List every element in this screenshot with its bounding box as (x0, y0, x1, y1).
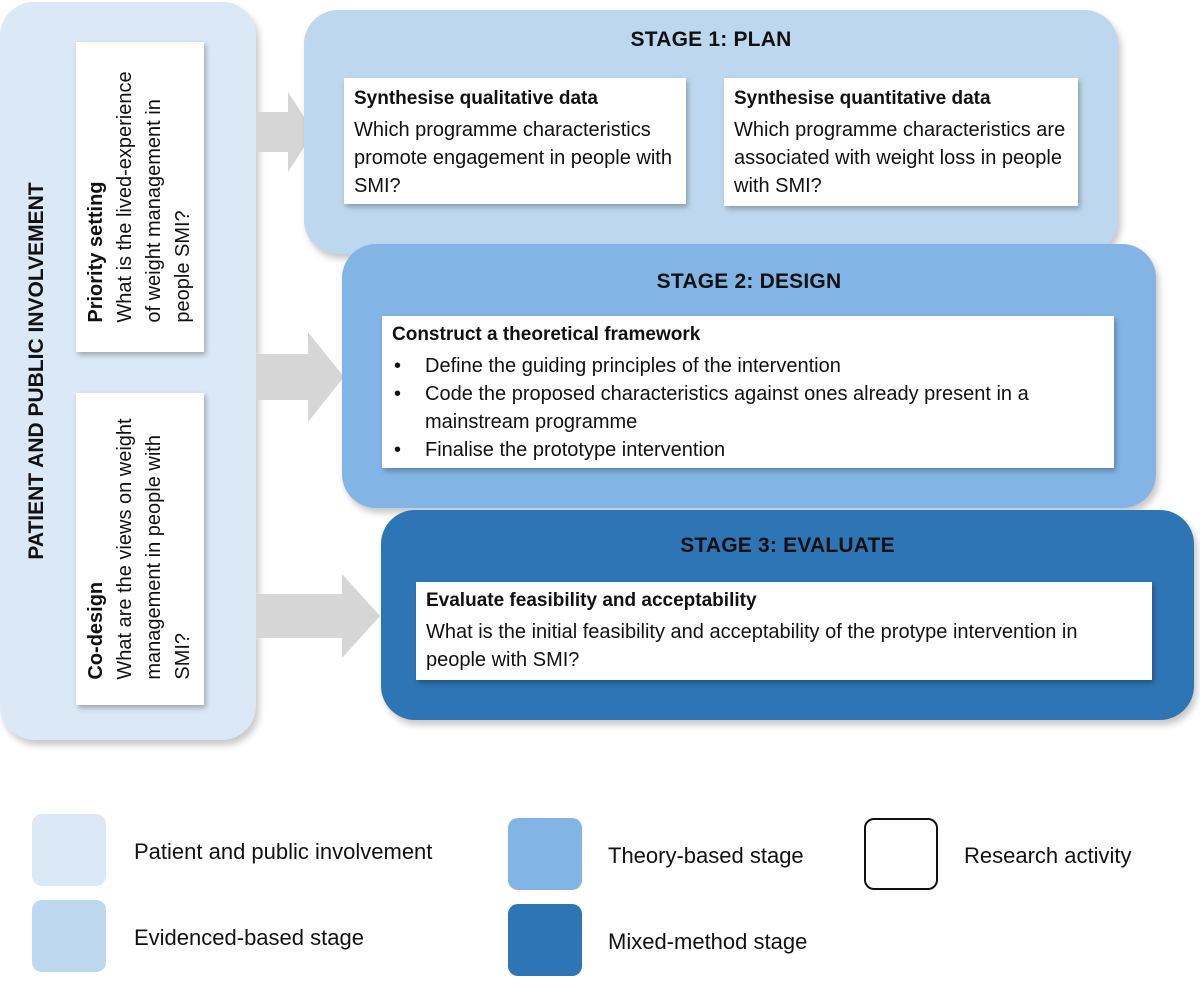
legend-swatch-theory (508, 818, 582, 890)
stage3-evaluate-body: What is the initial feasibility and acce… (426, 621, 1078, 671)
priority-setting-box: Priority setting What is the lived-exper… (76, 42, 204, 352)
stage2-bullet-2: Code the proposed characteristics agains… (392, 380, 1104, 436)
codesign-question-line-3: SMI? (172, 632, 194, 680)
stage3-evaluate-box: Evaluate feasibility and acceptability W… (416, 582, 1152, 680)
stage1-quantitative-title: Synthesise quantitative data (734, 88, 991, 109)
ppi-title-wrap: PATIENT AND PUBLIC INVOLVEMENT (12, 2, 62, 740)
stage2-bullet-list: Define the guiding principles of the int… (392, 352, 1104, 464)
legend-swatch-mixed (508, 904, 582, 976)
priority-setting-question-line-1: What is the lived-experience (114, 71, 136, 323)
codesign-question-line-1: What are the views on weight (114, 418, 136, 680)
stage1-qualitative-box: Synthesise qualitative data Which progra… (344, 78, 686, 204)
priority-setting-question-line-3: people SMI? (172, 210, 194, 323)
codesign-content: Co-design What are the views on weight m… (82, 418, 198, 679)
codesign-label: Co-design (85, 581, 107, 680)
legend-swatch-ppi (32, 814, 106, 886)
stage3-evaluate-title: Evaluate feasibility and acceptability (426, 590, 757, 611)
arrow-to-stage1 (256, 92, 314, 172)
stage1-qualitative-body: Which programme characteristics promote … (354, 119, 672, 197)
legend-label-research: Research activity (964, 843, 1132, 868)
priority-setting-label: Priority setting (85, 181, 107, 323)
legend-swatch-research (864, 818, 938, 890)
stage3-title: STAGE 3: EVALUATE (680, 534, 895, 557)
arrow-to-stage2 (256, 332, 344, 422)
stage2-title: STAGE 2: DESIGN (656, 270, 842, 293)
stage1-quantitative-box: Synthesise quantitative data Which progr… (724, 78, 1078, 206)
legend-label-mixed: Mixed-method stage (608, 929, 808, 954)
stage2-bullet-1: Define the guiding principles of the int… (392, 352, 1104, 380)
stage2-framework-title: Construct a theoretical framework (392, 324, 701, 345)
ppi-title: PATIENT AND PUBLIC INVOLVEMENT (25, 182, 48, 560)
codesign-box: Co-design What are the views on weight m… (76, 393, 204, 705)
priority-setting-question-line-2: of weight management in (143, 99, 165, 323)
legend-label-evidence: Evidenced-based stage (134, 925, 364, 950)
legend-label-ppi: Patient and public involvement (134, 839, 433, 864)
stage1-qualitative-title: Synthesise qualitative data (354, 88, 598, 109)
stage1-title: STAGE 1: PLAN (630, 28, 792, 51)
stage1-quantitative-body: Which programme characteristics are asso… (734, 119, 1066, 197)
legend-label-theory: Theory-based stage (608, 843, 804, 868)
stage2-framework-box: Construct a theoretical framework Define… (382, 316, 1114, 468)
codesign-question-line-2: management in people with (143, 435, 165, 680)
stage2-bullet-3: Finalise the prototype intervention (392, 436, 1104, 464)
arrow-to-stage3 (256, 574, 380, 658)
priority-setting-content: Priority setting What is the lived-exper… (82, 71, 198, 322)
legend-swatch-evidence (32, 900, 106, 972)
